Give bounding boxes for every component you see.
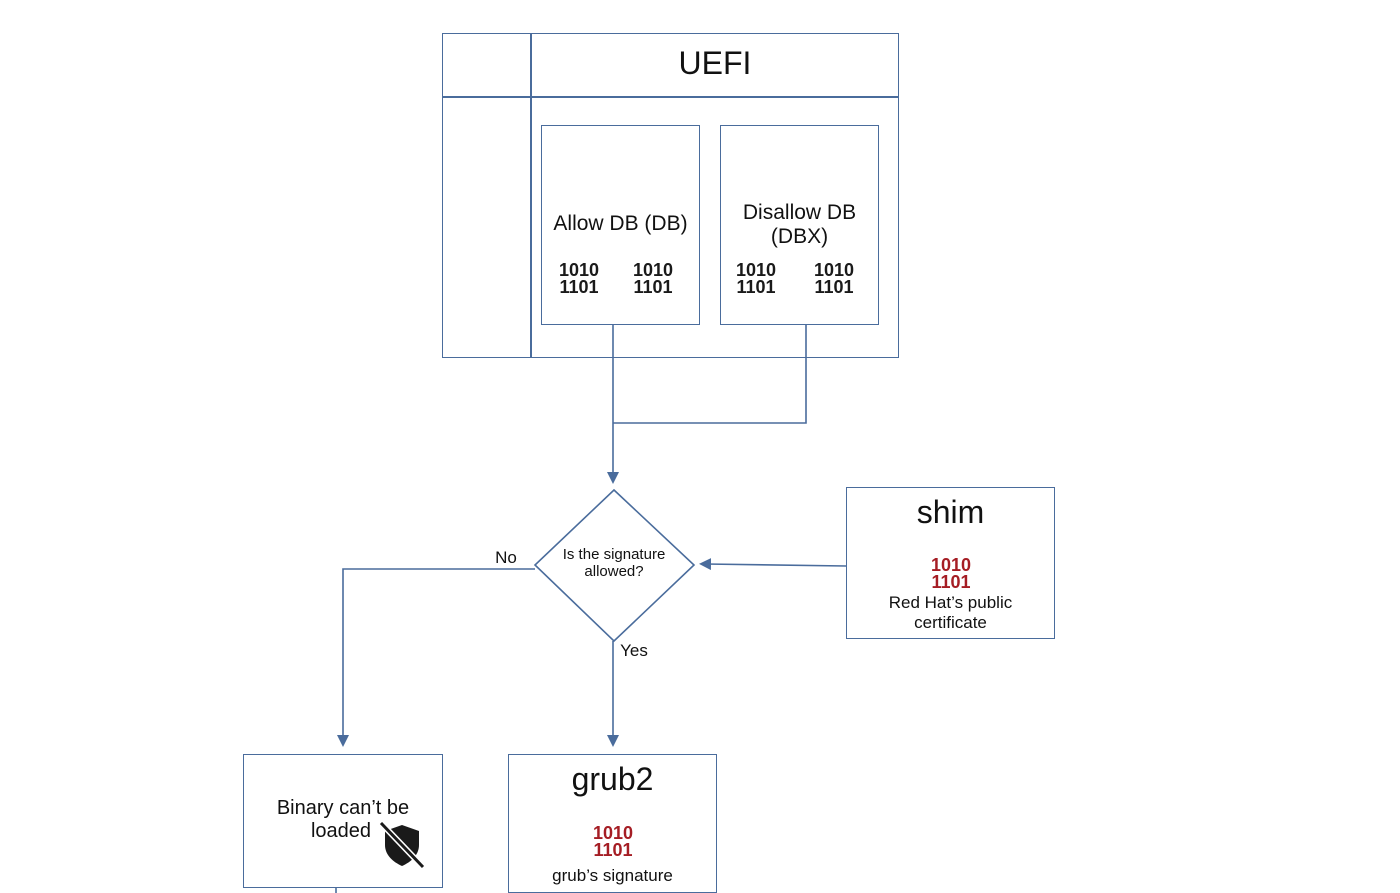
disallow-db-box: [720, 125, 879, 325]
shim-caption-line1: Red Hat’s public: [888, 593, 1013, 612]
shim-to-decision-line: [699, 558, 847, 571]
grub2-caption: grub’s signature: [552, 866, 673, 885]
blocked-box: [243, 754, 443, 888]
no-branch-label: No: [495, 548, 517, 567]
uefi-title: UEFI: [678, 45, 752, 81]
disallow-db-label-line2: (DBX): [770, 225, 829, 249]
svg-text:1101: 1101: [931, 572, 970, 591]
blocked-label-line2: loaded: [310, 820, 372, 842]
yes-branch-label: Yes: [620, 641, 648, 660]
svg-text:1010: 1010: [593, 823, 633, 843]
allow-db-box: [541, 125, 700, 325]
decision-label: Is the signature allowed?: [545, 546, 683, 581]
grub2-title: grub2: [571, 761, 654, 797]
decision-label-line2: allowed?: [584, 563, 644, 581]
svg-text:1101: 1101: [814, 277, 853, 296]
svg-text:1010: 1010: [559, 260, 599, 280]
blocked-label-line1: Binary can’t be: [276, 797, 410, 819]
svg-text:1101: 1101: [559, 277, 598, 296]
shim-title: shim: [916, 494, 985, 530]
allow-db-label: Allow DB (DB): [553, 212, 688, 235]
svg-text:1101: 1101: [736, 277, 775, 296]
svg-text:1010: 1010: [931, 555, 971, 575]
blocked-label: Binary can’t be loaded: [243, 797, 443, 843]
shim-box: [846, 487, 1055, 639]
svg-text:1010: 1010: [633, 260, 673, 280]
uefi-left-column-divider: [530, 33, 532, 358]
disallow-db-label: Disallow DB (DBX): [720, 201, 879, 249]
no-branch-line: [337, 568, 535, 747]
shim-caption: Red Hat’s public certificate: [846, 593, 1055, 632]
decision-diamond: [533, 488, 696, 643]
svg-text:1101: 1101: [593, 840, 632, 859]
shim-caption-line2: certificate: [914, 612, 987, 632]
decision-label-line1: Is the signature: [562, 546, 666, 563]
uefi-container: [442, 33, 899, 358]
svg-text:1010: 1010: [814, 260, 854, 280]
disallow-db-label-line1: Disallow DB: [742, 201, 857, 224]
svg-text:1101: 1101: [633, 277, 672, 296]
svg-text:1010: 1010: [736, 260, 776, 280]
uefi-header-divider: [442, 96, 899, 98]
shield-slash-icon: [378, 820, 426, 870]
